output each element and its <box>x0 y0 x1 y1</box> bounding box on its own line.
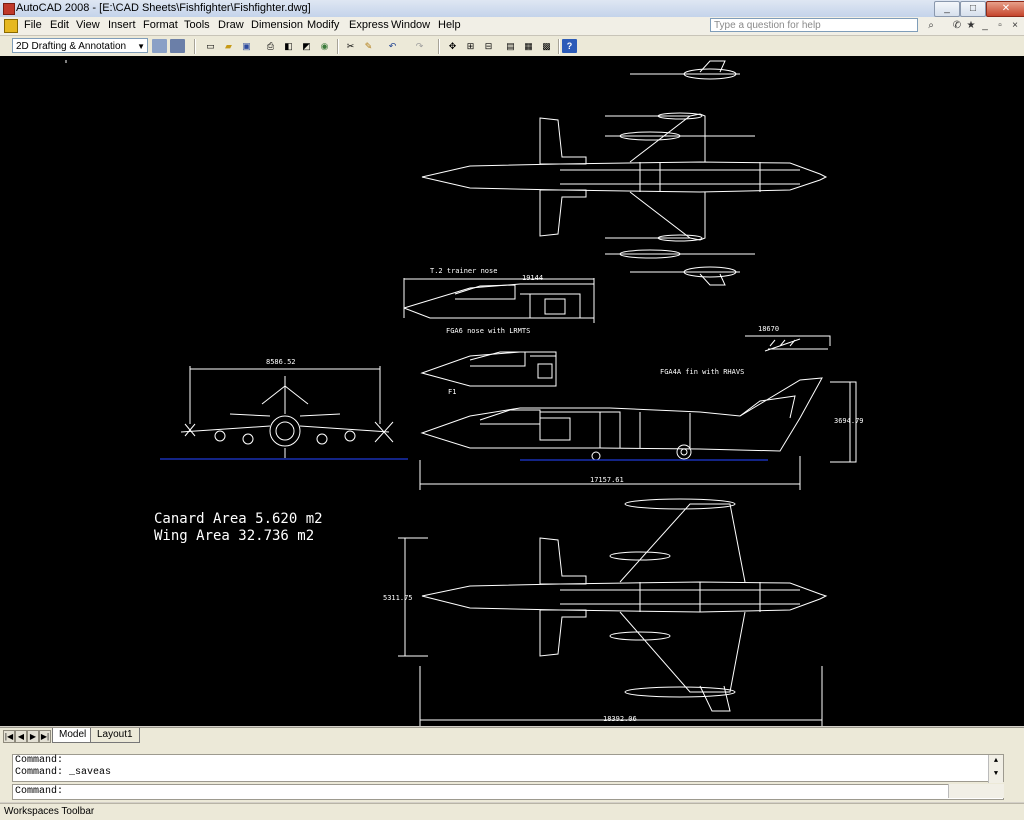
workspace-select-value: 2D Drafting & Annotation <box>16 41 127 52</box>
menu-bar: File Edit View Insert Format Tools Draw … <box>0 17 1024 36</box>
command-window: Command: Command: _saveas ▲▼ Command: <box>0 744 1024 802</box>
dimension-5311: 5311.75 <box>383 594 413 602</box>
minimize-button[interactable]: _ <box>934 1 960 17</box>
layout-tab-bar: |◀ ◀ ▶ ▶| Model Layout1 <box>0 727 1024 744</box>
window-title: AutoCAD 2008 - [E:\CAD Sheets\Fishfighte… <box>16 2 311 14</box>
save-icon[interactable]: ▣ <box>242 41 251 51</box>
plot-preview-icon[interactable]: ◧ <box>284 41 293 51</box>
side-elevation-view <box>419 377 857 490</box>
close-button[interactable]: ✕ <box>986 1 1024 17</box>
toolbar-separator <box>558 39 560 54</box>
next-tab-icon[interactable]: ▶ <box>27 730 39 743</box>
doc-restore-icon[interactable]: ▫ <box>998 20 1002 31</box>
open-icon[interactable]: ▰ <box>225 41 232 51</box>
dimension-18670: 18670 <box>758 325 779 333</box>
front-view <box>180 366 394 458</box>
doc-close-icon[interactable]: × <box>1012 20 1018 31</box>
help-icon[interactable]: ? <box>562 39 577 53</box>
last-tab-icon[interactable]: ▶| <box>39 730 51 743</box>
help-search-input[interactable]: Type a question for help <box>710 18 918 32</box>
dimension-19144: 19144 <box>522 274 543 282</box>
dimension-18392: 18392.06 <box>603 715 637 723</box>
toolbar-separator <box>194 39 196 54</box>
properties-icon[interactable]: ▤ <box>506 41 515 51</box>
favorites-star-icon[interactable]: ★ <box>966 20 976 31</box>
doc-minimize-icon[interactable]: _ <box>982 20 988 31</box>
pan-icon[interactable]: ✥ <box>448 41 457 51</box>
document-icon[interactable] <box>4 19 18 33</box>
zoom-previous-icon[interactable]: ⊟ <box>484 41 493 51</box>
zoom-window-icon[interactable]: ⊞ <box>466 41 475 51</box>
match-properties-icon[interactable]: ✎ <box>364 41 373 51</box>
tab-model[interactable]: Model <box>52 728 94 743</box>
menu-window[interactable]: Window <box>391 19 431 31</box>
toolbar-separator <box>337 39 339 54</box>
menu-express[interactable]: Express <box>349 19 389 31</box>
label-f1: F1 <box>448 388 456 396</box>
title-bar: AutoCAD 2008 - [E:\CAD Sheets\Fishfighte… <box>0 0 1024 18</box>
command-history-line: Command: <box>15 755 64 766</box>
label-fga6-nose: FGA6 nose with LRMTS <box>446 327 530 335</box>
status-bar: Workspaces Toolbar <box>0 803 1024 820</box>
command-history-line: Command: _saveas <box>15 767 112 778</box>
tab-layout1[interactable]: Layout1 <box>90 728 140 743</box>
command-scrollbar[interactable]: ▲▼ <box>988 755 1003 783</box>
toolbar-separator <box>438 39 440 54</box>
redo-icon[interactable]: ↷ <box>415 41 424 51</box>
cut-icon[interactable]: ✂ <box>346 41 355 51</box>
command-prompt: Command: <box>15 786 64 797</box>
autocad-app-icon[interactable] <box>3 3 15 15</box>
menu-tools[interactable]: Tools <box>184 19 210 31</box>
menu-modify[interactable]: Modify <box>307 19 340 31</box>
undo-icon[interactable]: ↶ <box>388 41 397 51</box>
calculator-icon[interactable]: ▩ <box>542 41 551 51</box>
standard-toolbar: 2D Drafting & Annotation ▼ ▭ ▰ ▣ ⎙ ◧ ◩ ◉… <box>0 36 1024 57</box>
dimension-3694: 3694.79 <box>834 417 864 425</box>
dimension-leader <box>745 335 831 352</box>
label-wing-area: Wing Area 32.736 m2 <box>154 528 314 544</box>
menu-format[interactable]: Format <box>143 19 178 31</box>
plan-view-bottom <box>398 498 828 726</box>
menu-draw[interactable]: Draw <box>218 19 244 31</box>
prev-tab-icon[interactable]: ◀ <box>15 730 27 743</box>
command-horizontal-scrollbar[interactable] <box>948 784 1004 798</box>
dimension-17157: 17157.61 <box>590 476 624 484</box>
3d-dwf-icon[interactable]: ◉ <box>320 41 329 51</box>
label-fga4a-fin: FGA4A fin with RHAVS <box>660 368 744 376</box>
communication-center-icon[interactable]: ✆ <box>952 20 962 31</box>
plot-icon[interactable]: ⎙ <box>266 41 275 51</box>
workspace-select[interactable]: 2D Drafting & Annotation ▼ <box>12 38 148 53</box>
dimension-8586: 8586.52 <box>266 358 296 366</box>
command-history[interactable]: Command: Command: _saveas ▲▼ <box>12 754 1004 783</box>
menu-view[interactable]: View <box>76 19 100 31</box>
menu-file[interactable]: File <box>24 19 42 31</box>
publish-icon[interactable]: ◩ <box>302 41 311 51</box>
label-t2-nose: T.2 trainer nose <box>430 267 497 275</box>
drawing-area[interactable]: T.2 trainer nose FGA6 nose with LRMTS F1… <box>0 56 1024 726</box>
menu-help[interactable]: Help <box>438 19 461 31</box>
design-center-icon[interactable]: ▦ <box>524 41 533 51</box>
chevron-down-icon: ▼ <box>137 42 145 51</box>
label-canard-area: Canard Area 5.620 m2 <box>154 511 323 527</box>
menu-insert[interactable]: Insert <box>108 19 136 31</box>
status-text: Workspaces Toolbar <box>4 806 95 817</box>
new-icon[interactable]: ▭ <box>206 41 215 51</box>
fga6-nose-view <box>420 351 557 387</box>
first-tab-icon[interactable]: |◀ <box>3 730 15 743</box>
menu-dimension[interactable]: Dimension <box>251 19 303 31</box>
workspace-icon[interactable] <box>170 39 185 53</box>
workspace-settings-icon[interactable] <box>152 39 167 53</box>
plan-view-top <box>421 60 828 286</box>
restore-button[interactable]: □ <box>960 1 986 17</box>
menu-edit[interactable]: Edit <box>50 19 69 31</box>
command-line-input[interactable]: Command: <box>12 784 1004 800</box>
trainer-nose-view <box>403 278 595 323</box>
search-icon[interactable]: ⌕ <box>928 20 934 31</box>
drawing-svg[interactable]: T.2 trainer nose FGA6 nose with LRMTS F1… <box>0 56 1024 726</box>
